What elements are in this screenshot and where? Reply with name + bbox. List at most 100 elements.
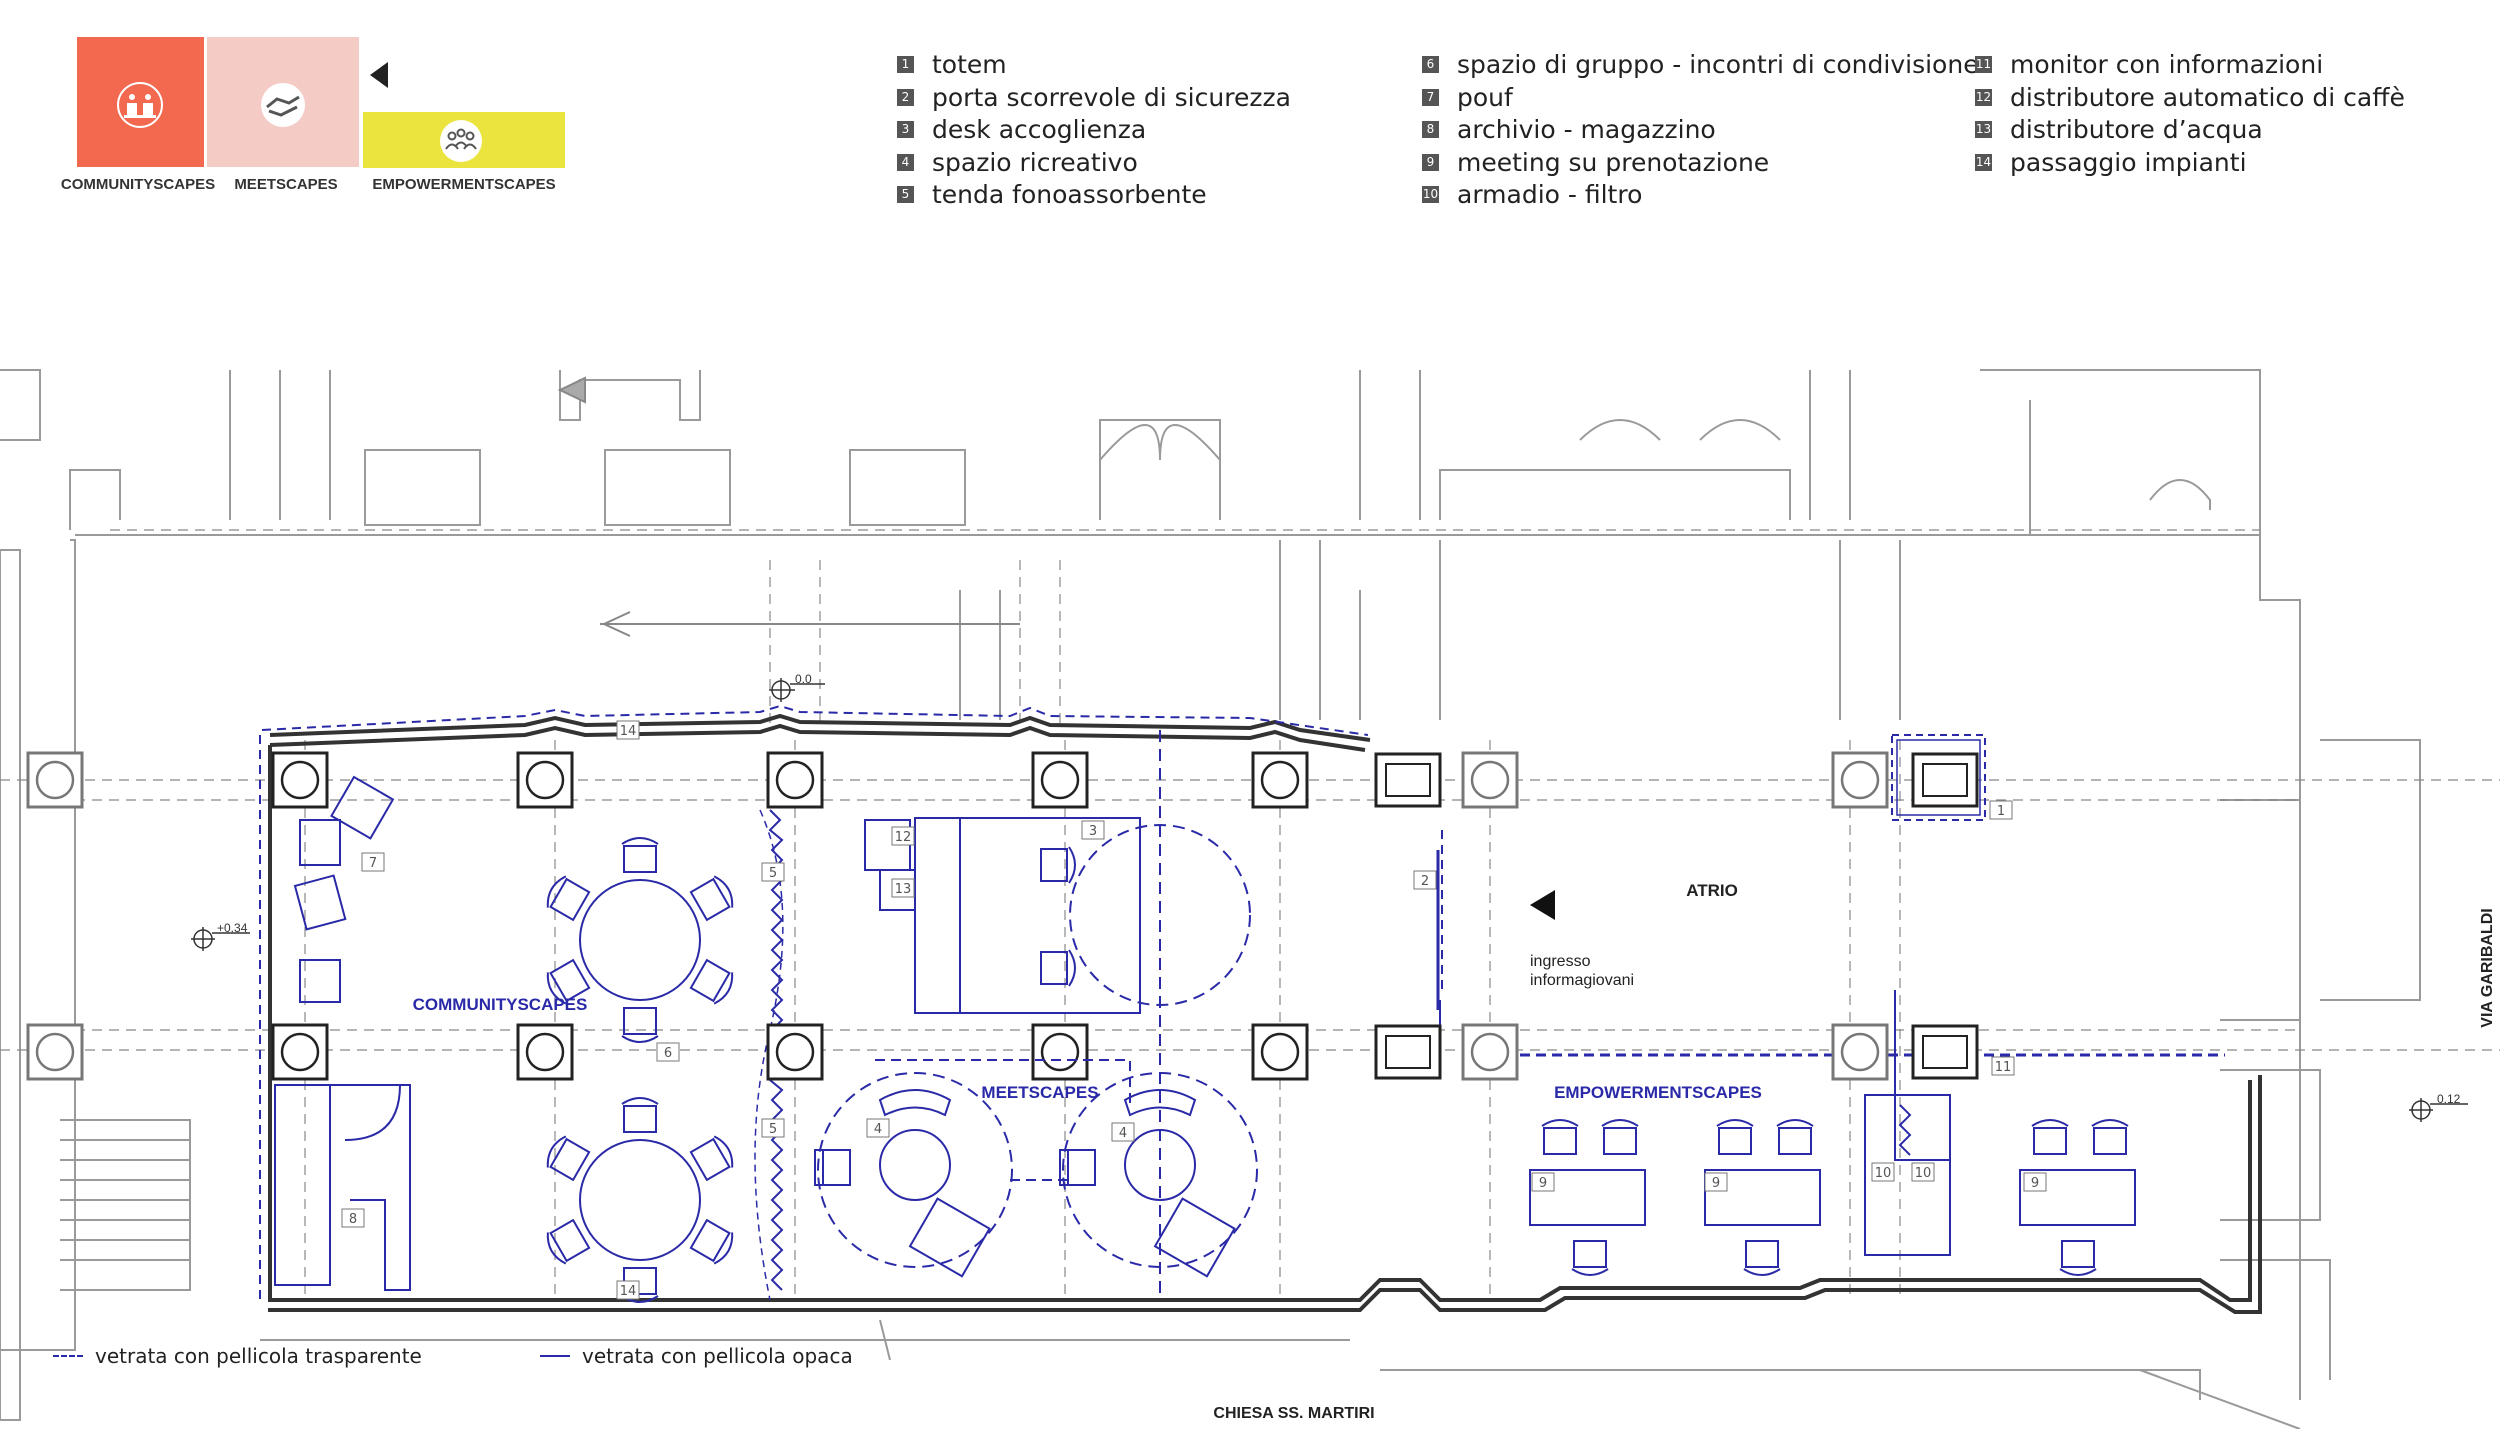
tag-box (1531, 1172, 1555, 1192)
column-core (280, 1032, 320, 1072)
tag-number: 10 (1915, 1166, 1932, 1181)
tag-box (1081, 820, 1105, 840)
column-core (775, 1032, 815, 1072)
tag-box (1989, 800, 2013, 820)
tag-box (656, 1042, 680, 1062)
legend-text: distributore automatico di caffè (2010, 82, 2405, 112)
legend-number: 1 (897, 56, 914, 73)
legend-text: totem (932, 50, 1007, 79)
tag-number: 2 (1421, 874, 1429, 889)
columns (26, 751, 1979, 1081)
tag-box (1991, 1056, 2015, 1076)
chair (1040, 949, 1076, 987)
pointer-arrow-icon (370, 62, 388, 88)
community-furniture (274, 775, 701, 1291)
tag-number: 7 (369, 856, 377, 871)
tag-box (1413, 870, 1437, 890)
chair (689, 958, 734, 1005)
entrance-line-2: informagiovani (1530, 972, 1634, 989)
chair (621, 1007, 659, 1043)
column-core (525, 1032, 565, 1072)
legend-number: 11 (1975, 56, 1992, 73)
legend-item: 12 distributore automatico di caffè (1975, 83, 2405, 112)
chair (1776, 1119, 1814, 1155)
column-core (525, 760, 565, 800)
entrance-arrow-icon (1530, 890, 1555, 920)
column-core (1840, 1032, 1880, 1072)
chair (621, 1097, 659, 1133)
column-core (1040, 1032, 1080, 1072)
empower-swatch (363, 112, 565, 168)
chair (1716, 1119, 1754, 1155)
column-square-inner (1385, 763, 1431, 797)
level-0: 0.0 (795, 672, 812, 686)
tag-box (361, 852, 385, 872)
column-core (280, 760, 320, 800)
tag-box (341, 1208, 365, 1228)
chair (1743, 1240, 1781, 1276)
legend-number: 9 (1422, 153, 1439, 171)
tag-number: 11 (1995, 1060, 2012, 1075)
meet-label: MEETSCAPES (234, 176, 338, 193)
legend-item: 7 pouf (1422, 83, 1513, 112)
dashed-line-icon (53, 1355, 83, 1357)
tag-number: 13 (895, 882, 912, 897)
tag-box (761, 1118, 785, 1138)
context-walls (0, 369, 2421, 1429)
legend-text: meeting su prenotazione (1457, 147, 1770, 177)
tag-number: 5 (769, 866, 777, 881)
legend-number: 2 (897, 88, 914, 106)
legend-text: desk accoglienza (932, 115, 1147, 144)
legend-number: 6 (1422, 56, 1439, 73)
tag-box (1911, 1162, 1935, 1182)
tag-number: 8 (349, 1212, 357, 1227)
legend-number: 13 (1975, 121, 1992, 138)
chair (546, 958, 591, 1005)
legend-text: spazio di gruppo - incontri di condivisi… (1457, 50, 1979, 79)
tag-box (1871, 1162, 1895, 1182)
tag-box (891, 826, 915, 846)
legend-text: pouf (1457, 82, 1513, 112)
tag-number: 4 (874, 1122, 882, 1137)
legend-item: 9 meeting su prenotazione (1422, 148, 1769, 177)
community-swatch (77, 37, 204, 167)
chair (2059, 1240, 2097, 1276)
zone-atrio: ATRIO (1686, 881, 1738, 900)
tag-number: 4 (1119, 1126, 1127, 1141)
empower-label: EMPOWERMENTSCAPES (372, 176, 556, 193)
column-square-inner (1385, 1035, 1431, 1069)
tag-number: 12 (895, 830, 912, 845)
corridor-arrow (557, 376, 1020, 637)
chair (2031, 1119, 2069, 1155)
legend-number: 12 (1975, 88, 1992, 106)
column-core (35, 760, 75, 800)
tag-box (1704, 1172, 1728, 1192)
tag-number: 6 (664, 1046, 672, 1061)
tag-number: 14 (620, 1284, 637, 1299)
group-icon (440, 120, 482, 162)
legend-item: 1 totem (897, 50, 1007, 79)
legend-text: porta scorrevole di sicurezza (932, 82, 1291, 112)
column-core (1260, 1032, 1300, 1072)
meet-swatch (207, 37, 359, 167)
legend-number: 7 (1422, 88, 1439, 106)
legend-number: 4 (897, 153, 914, 171)
tag-number: 9 (2031, 1176, 2039, 1191)
tag-number: 9 (1539, 1176, 1547, 1191)
tag-box (891, 878, 915, 898)
chair (621, 837, 659, 873)
legend-text: spazio ricreativo (932, 147, 1138, 177)
chair (546, 1135, 591, 1182)
column-core (1470, 1032, 1510, 1072)
tag-box (761, 862, 785, 882)
tag-box (616, 720, 640, 740)
legend-number: 5 (897, 186, 914, 203)
zone-community: COMMUNITYSCAPES (413, 995, 588, 1014)
